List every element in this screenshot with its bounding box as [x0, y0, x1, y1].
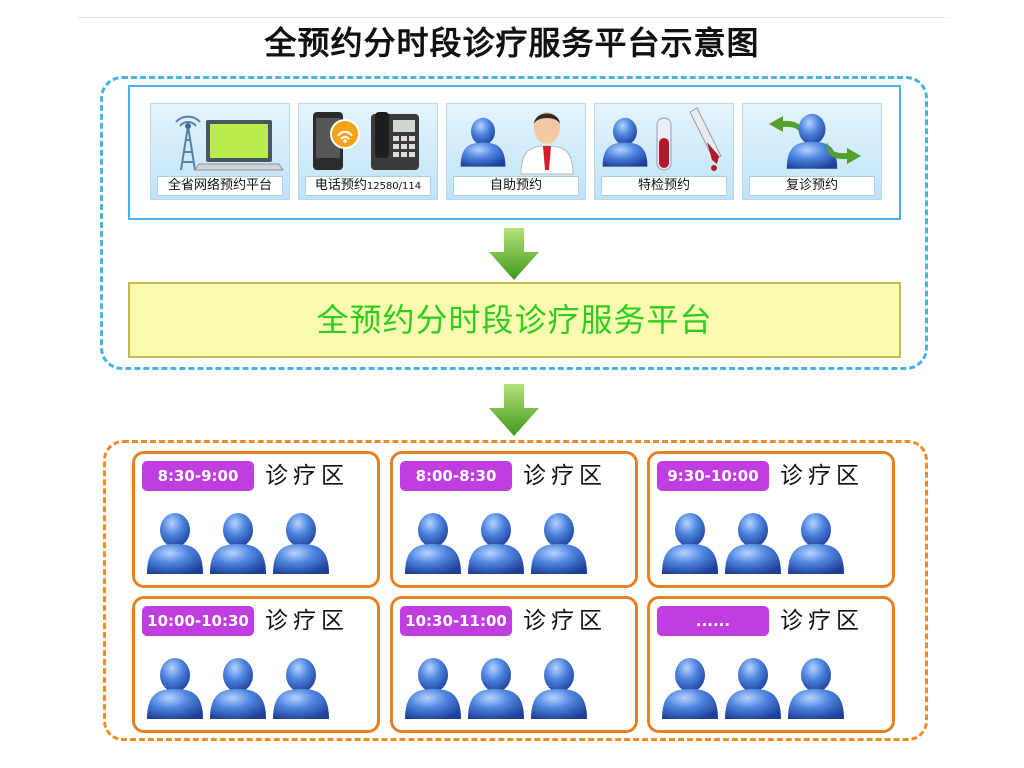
phone-icon [313, 112, 419, 170]
time-slot-badge: 9:30-10:00 [657, 461, 769, 491]
patients-group [147, 658, 329, 719]
platform-banner: 全预约分时段诊疗服务平台 [128, 282, 901, 358]
return-visit-icon [769, 113, 861, 169]
channel-return-visit-label: 复诊预约 [749, 176, 875, 196]
zone-label: 诊疗区 [265, 608, 349, 634]
doctor-icon [460, 112, 574, 175]
arrow-down-icon [489, 228, 539, 280]
zone-label: 诊疗区 [523, 608, 607, 634]
person-icon [273, 513, 329, 574]
clinic-zone: 10:00-10:30 诊疗区 [132, 596, 380, 733]
patients-group [662, 513, 844, 574]
title-rule [78, 17, 948, 18]
test-tube-icon [602, 107, 722, 171]
zone-group-border [103, 440, 928, 741]
channel-special-test: 特检预约 [594, 103, 734, 200]
person-icon [273, 658, 329, 719]
channel-special-test-label: 特检预约 [601, 176, 727, 196]
person-icon [725, 658, 781, 719]
arrow-down-icon [489, 384, 539, 436]
channel-group-border [100, 76, 928, 370]
channel-phone: 电话预约12580/114 [298, 103, 438, 200]
person-icon [662, 658, 718, 719]
person-icon [788, 658, 844, 719]
network-computer-icon [175, 115, 284, 171]
clinic-zone: 8:00-8:30 诊疗区 [390, 451, 638, 588]
clinic-zone: 8:30-9:00 诊疗区 [132, 451, 380, 588]
person-icon [468, 513, 524, 574]
channel-self-service-label: 自助预约 [453, 176, 579, 196]
zone-label: 诊疗区 [780, 463, 864, 489]
clinic-zone: ...... 诊疗区 [647, 596, 895, 733]
time-slot-badge: 8:30-9:00 [142, 461, 254, 491]
patients-group [405, 658, 587, 719]
person-icon [147, 513, 203, 574]
time-slot-badge: 10:00-10:30 [142, 606, 254, 636]
page-title: 全预约分时段诊疗服务平台示意图 [264, 24, 760, 62]
person-icon [210, 513, 266, 574]
person-icon [531, 513, 587, 574]
patients-group [147, 513, 329, 574]
person-icon [788, 513, 844, 574]
channel-return-visit: 复诊预约 [742, 103, 882, 200]
person-icon [531, 658, 587, 719]
phone-number: 12580/114 [366, 181, 422, 192]
person-icon [662, 513, 718, 574]
zone-label: 诊疗区 [780, 608, 864, 634]
time-slot-badge: ...... [657, 606, 769, 636]
channel-network-label: 全省网络预约平台 [157, 176, 283, 196]
person-icon [602, 117, 648, 167]
person-icon [468, 658, 524, 719]
zone-label: 诊疗区 [523, 463, 607, 489]
person-icon [147, 658, 203, 719]
zone-label: 诊疗区 [265, 463, 349, 489]
patients-group [405, 513, 587, 574]
person-icon [210, 658, 266, 719]
time-slot-badge: 8:00-8:30 [400, 461, 512, 491]
patients-group [662, 658, 844, 719]
channel-phone-label: 电话预约12580/114 [305, 176, 431, 196]
person-icon [460, 117, 506, 167]
channel-network: 全省网络预约平台 [150, 103, 290, 200]
person-icon [405, 513, 461, 574]
clinic-zone: 10:30-11:00 诊疗区 [390, 596, 638, 733]
person-icon [725, 513, 781, 574]
time-slot-badge: 10:30-11:00 [400, 606, 512, 636]
channel-self-service: 自助预约 [446, 103, 586, 200]
clinic-zone: 9:30-10:00 诊疗区 [647, 451, 895, 588]
person-icon [405, 658, 461, 719]
